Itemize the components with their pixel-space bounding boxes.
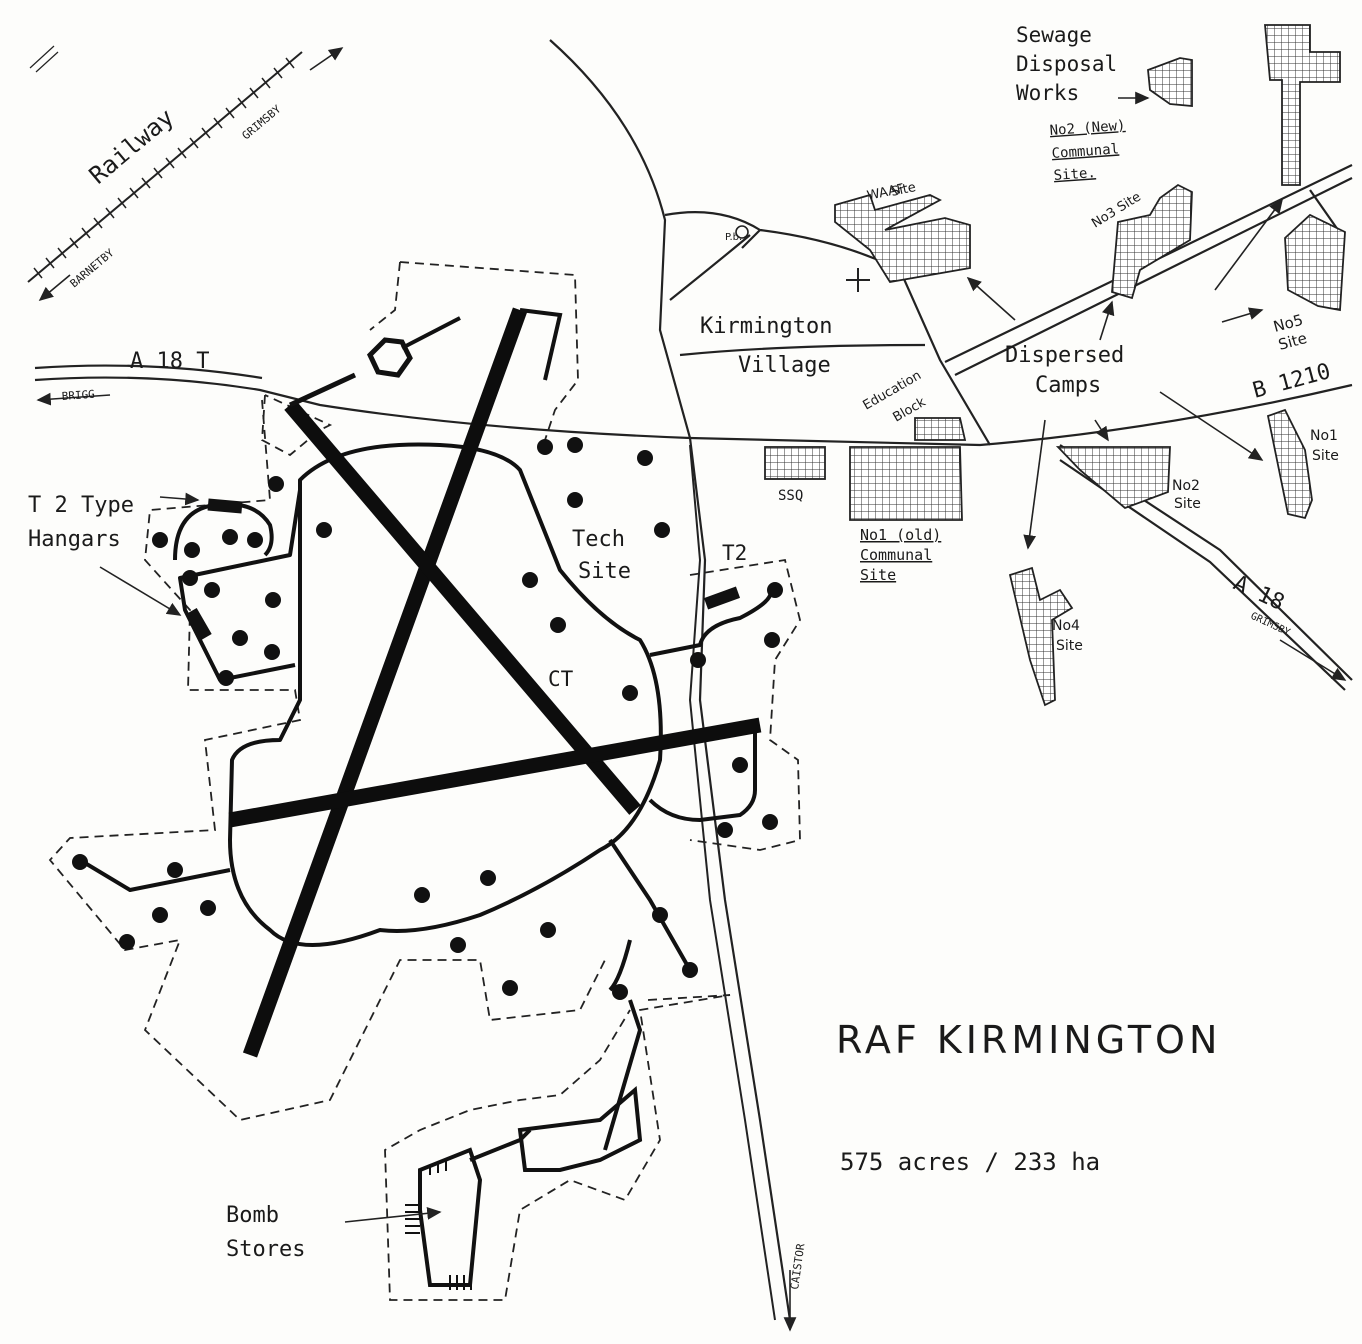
label-brigg: BRIGG bbox=[61, 388, 95, 403]
label-grimsby-rail: GRIMSBY bbox=[240, 102, 284, 142]
label-site2-2: Site bbox=[1174, 496, 1201, 512]
site-upper-right bbox=[1264, 24, 1341, 186]
label-bomb-stores-2: Stores bbox=[226, 1237, 305, 1262]
label-tech-site-1: Tech bbox=[572, 527, 625, 552]
site-1 bbox=[1266, 408, 1313, 520]
label-site2-1: No2 bbox=[1172, 478, 1200, 494]
site-3 bbox=[1111, 183, 1193, 300]
communal-site-1 bbox=[849, 446, 963, 521]
airfield-boundary bbox=[48, 261, 801, 1301]
waaf-site bbox=[834, 193, 971, 283]
dispersed-sites bbox=[764, 24, 1346, 707]
runway-2 bbox=[284, 400, 641, 815]
map-area: 575 acres / 233 ha bbox=[840, 1148, 1100, 1176]
annotation-arrows bbox=[36, 91, 1347, 1332]
education-block bbox=[914, 417, 967, 441]
map-title: RAF KIRMINGTON bbox=[836, 1018, 1221, 1062]
label-village-1: Kirmington bbox=[700, 314, 832, 339]
dispersal-stands bbox=[72, 437, 783, 1000]
railway-line bbox=[27, 47, 344, 302]
label-t2-hangars-1: T 2 Type bbox=[28, 493, 134, 518]
label-communal2-3: Site. bbox=[1053, 165, 1096, 184]
label-b1210: B 1210 bbox=[1250, 359, 1333, 404]
label-t2-hangars-2: Hangars bbox=[28, 527, 121, 552]
label-t2: T2 bbox=[722, 541, 747, 565]
label-communal1-2: Communal bbox=[860, 546, 932, 564]
label-waaf-2: Site bbox=[890, 180, 918, 200]
label-sewage-3: Works bbox=[1016, 81, 1079, 105]
runway-3 bbox=[228, 717, 762, 828]
label-site4-1: No4 bbox=[1052, 618, 1080, 634]
north-marker bbox=[29, 45, 55, 69]
bomb-stores bbox=[405, 999, 643, 1290]
label-site4-2: Site bbox=[1056, 638, 1083, 654]
compass-base bbox=[366, 337, 413, 378]
label-communal1-3: Site bbox=[860, 566, 896, 584]
runway-1 bbox=[242, 307, 528, 1058]
label-pb: P.b. bbox=[725, 232, 742, 243]
label-sewage-1: Sewage bbox=[1016, 23, 1092, 47]
label-tech-site-2: Site bbox=[578, 559, 631, 584]
label-dispersed-1: Dispersed bbox=[1005, 343, 1124, 368]
label-site1-1: No1 bbox=[1310, 428, 1338, 444]
label-communal2-2: Communal bbox=[1051, 141, 1119, 162]
hangars bbox=[186, 498, 741, 640]
site-2 bbox=[1055, 446, 1171, 510]
label-barnetby: BARNETBY bbox=[68, 246, 117, 290]
label-a18t: A 18 T bbox=[130, 349, 209, 374]
label-railway: Railway bbox=[84, 103, 179, 189]
perimeter-track bbox=[78, 442, 773, 992]
runways bbox=[228, 307, 762, 1058]
label-communal2-1: No2 (New) bbox=[1049, 118, 1126, 139]
site-5 bbox=[1284, 213, 1346, 312]
sewage-works bbox=[1147, 57, 1193, 107]
label-communal1-1: No1 (old) bbox=[860, 526, 941, 544]
label-ct: CT bbox=[548, 667, 574, 691]
label-site1-2: Site bbox=[1312, 448, 1339, 464]
label-ssq: SSQ bbox=[778, 488, 803, 504]
label-dispersed-2: Camps bbox=[1035, 373, 1101, 398]
label-sewage-2: Disposal bbox=[1016, 52, 1117, 76]
ssq-site bbox=[764, 446, 826, 480]
church-icon bbox=[846, 268, 870, 292]
site-4 bbox=[1008, 566, 1074, 707]
label-caistor: CAISTOR bbox=[788, 1242, 807, 1290]
label-bomb-stores-1: Bomb bbox=[226, 1203, 279, 1228]
label-village-2: Village bbox=[738, 353, 831, 378]
